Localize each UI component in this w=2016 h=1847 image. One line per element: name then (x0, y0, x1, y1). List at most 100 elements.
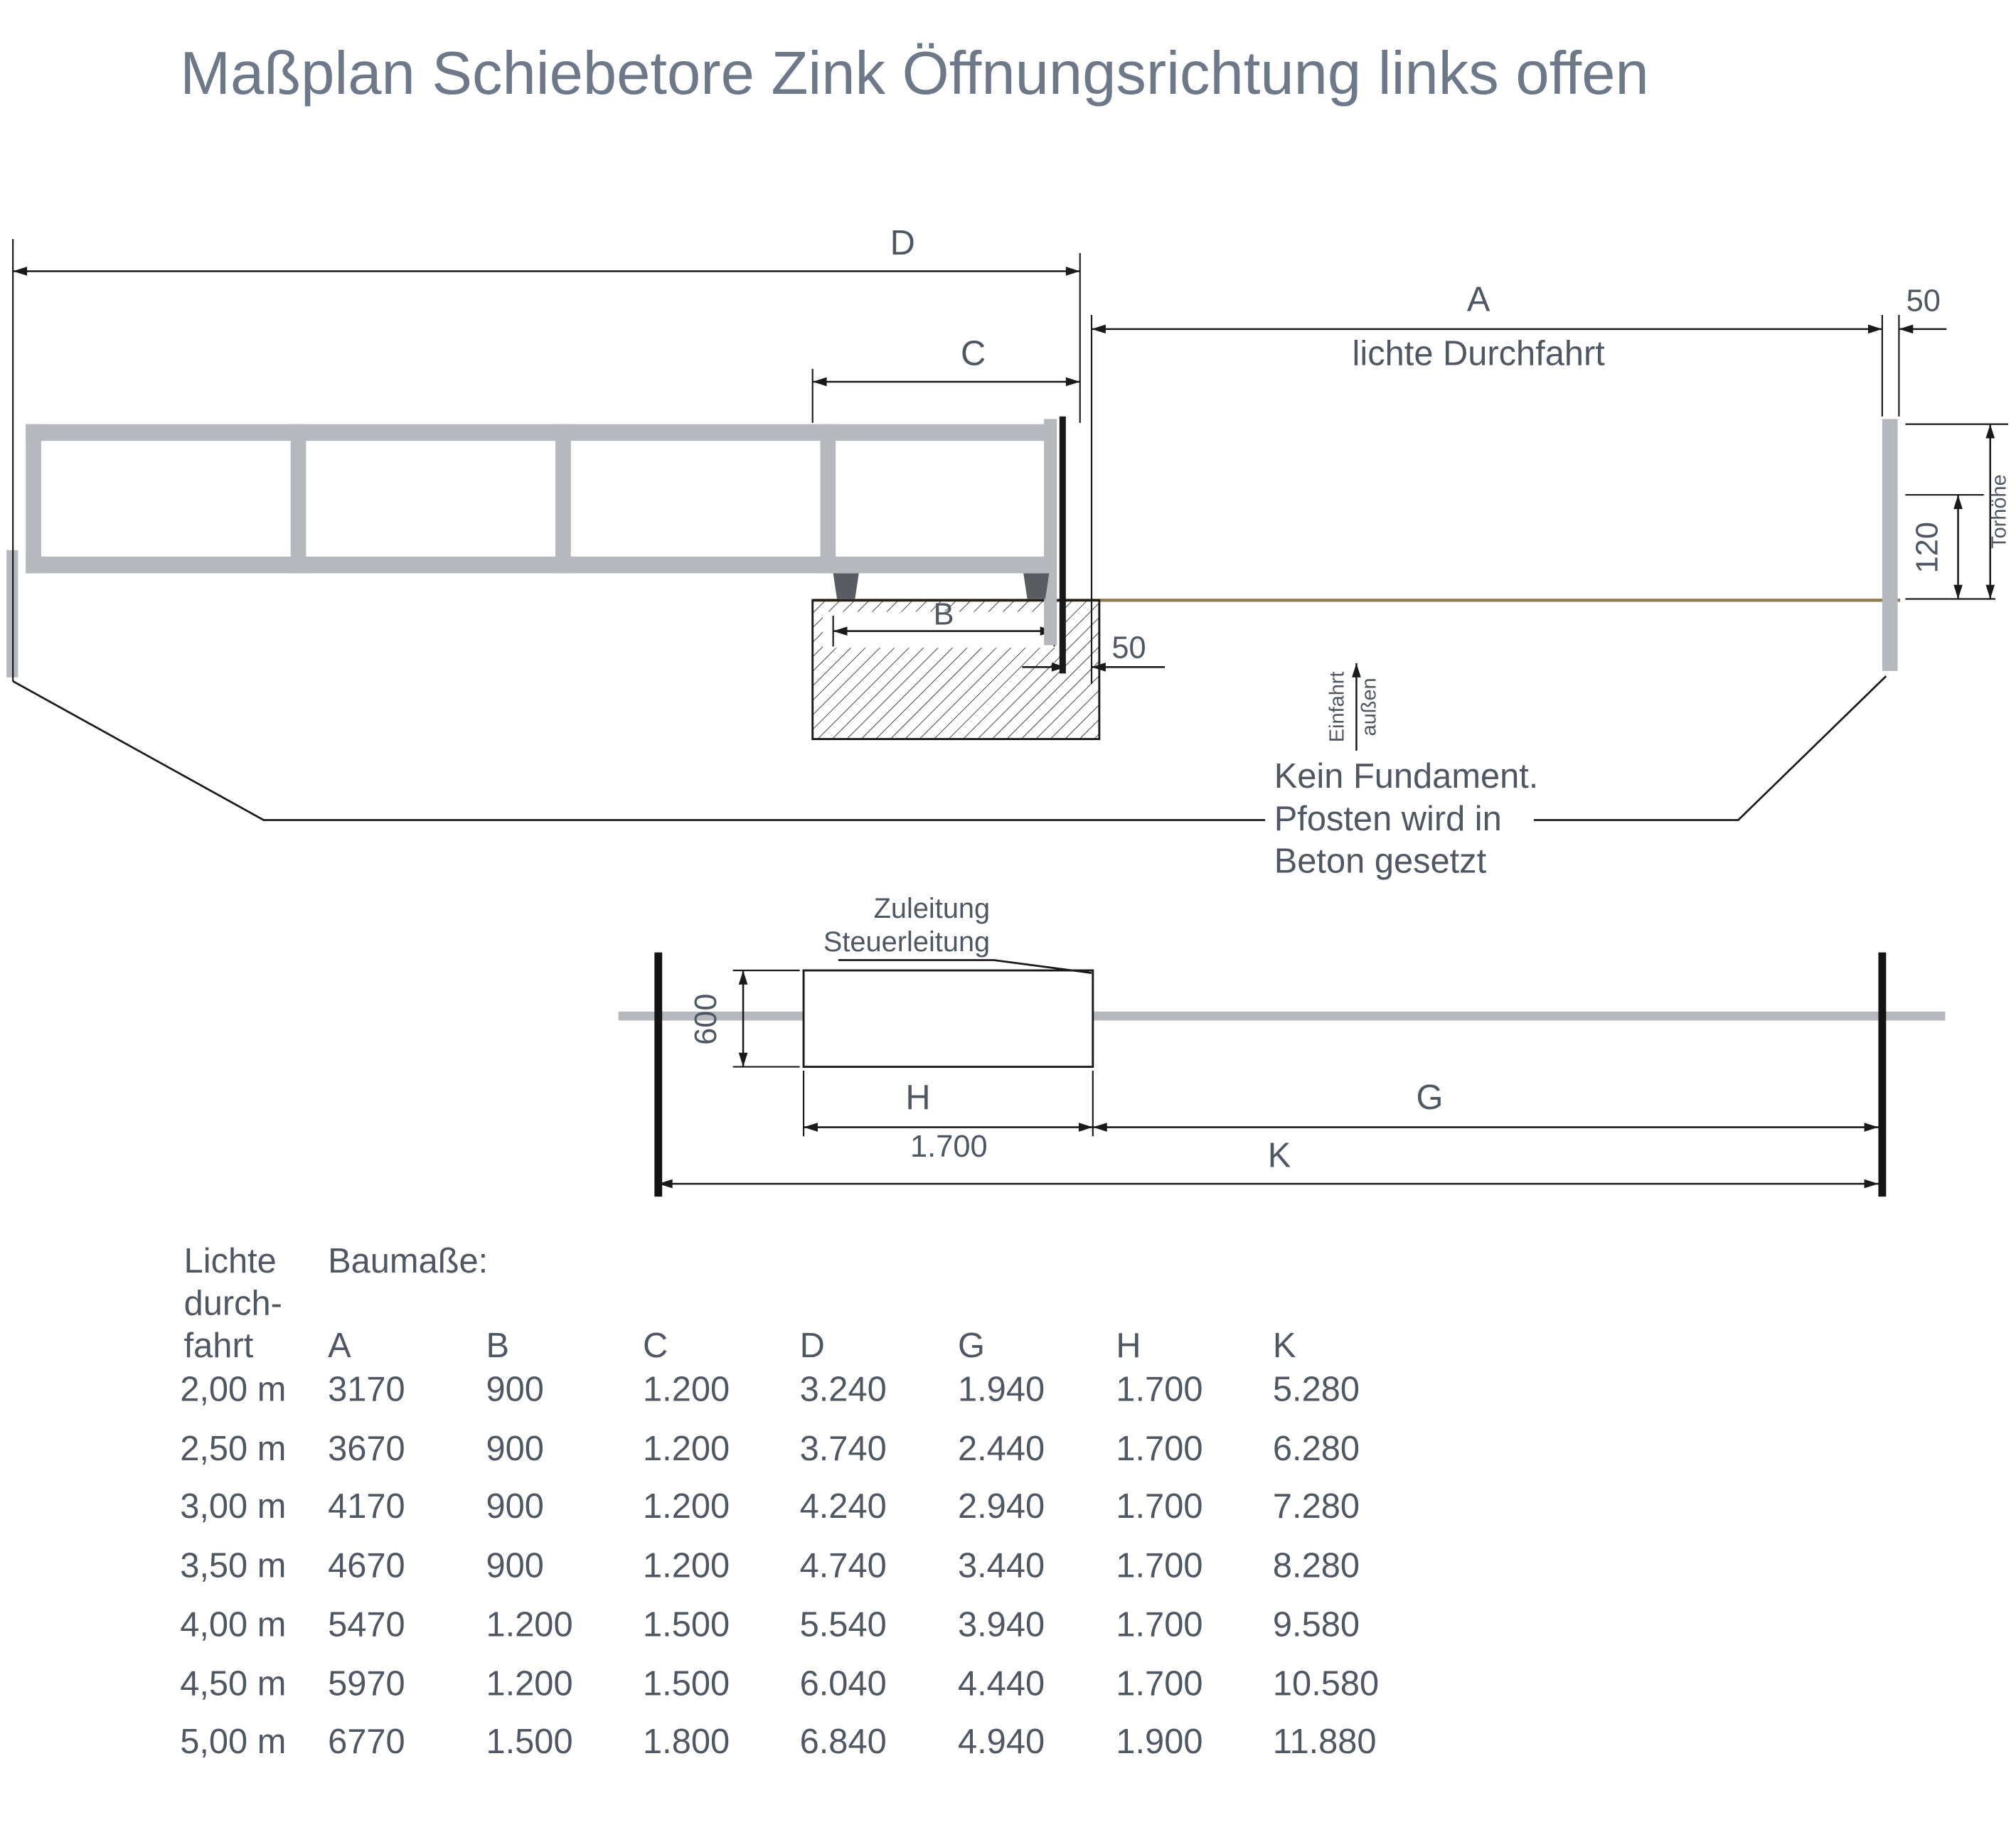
table-row-size: 2,50 m (180, 1430, 286, 1468)
dimension-table: Lichte durch- fahrt Baumaße: A B C D G H K 2,00… (180, 1242, 1379, 1761)
dim-label-h: H (905, 1078, 930, 1117)
table-column-header: G (958, 1327, 985, 1365)
dim-label-c: C (961, 334, 986, 373)
gate-stile (26, 424, 41, 574)
elevation-view: B D A lichte Durch (6, 224, 2010, 881)
table-cell: 1.900 (1116, 1723, 1202, 1761)
table-cell: 7.280 (1273, 1487, 1360, 1526)
entry-direction-arrow: Einfahrt außen (1326, 663, 1381, 751)
foundation-note: Kein Fundament. Pfosten wird in Beton ge… (1274, 757, 1539, 880)
table-row-size: 3,00 m (180, 1487, 286, 1526)
gate-top-rail (26, 424, 1055, 441)
label-zuleitung: Zuleitung (874, 893, 991, 924)
table-cell: 1.700 (1116, 1605, 1202, 1644)
gate-leaf (26, 419, 1057, 646)
table-column-header: D (800, 1327, 825, 1365)
dim-label-k: K (1268, 1137, 1291, 1175)
table-column-header: K (1273, 1327, 1296, 1365)
table-cell: 1.200 (643, 1546, 730, 1585)
table-row-size: 2,00 m (180, 1371, 286, 1409)
table-cell: 5.280 (1273, 1371, 1360, 1409)
table-cell: 5470 (328, 1605, 405, 1644)
supply-line-label: Zuleitung Steuerleitung (823, 893, 1092, 974)
table-cell: 1.940 (958, 1371, 1045, 1409)
table-cell: 1.200 (486, 1665, 572, 1703)
dimension-g: G (1092, 1078, 1879, 1132)
table-cell: 900 (486, 1371, 543, 1409)
table-row-size: 5,00 m (180, 1723, 286, 1761)
gate-bottom-rail (26, 556, 1055, 574)
table-cell: 4.940 (958, 1723, 1045, 1761)
leader-lines (12, 675, 1887, 821)
table-cell: 1.200 (486, 1605, 572, 1644)
gate-slide-bar (1059, 416, 1066, 674)
gate-roller (833, 573, 859, 599)
gate-roller (1023, 573, 1050, 599)
entry-label-einfahrt: Einfahrt (1326, 672, 1348, 743)
table-cell: 1.500 (643, 1665, 730, 1703)
dim-label-torhoehe: Torhöhe (1988, 474, 2010, 548)
table-row-size: 4,00 m (180, 1605, 286, 1644)
table-cell: 900 (486, 1430, 543, 1468)
table-cell: 1.700 (1116, 1371, 1202, 1409)
gate-leading-stile (1044, 419, 1057, 646)
dim-label-600: 600 (689, 994, 723, 1045)
table-cell: 1.500 (643, 1605, 730, 1644)
plan-left-post (654, 952, 663, 1197)
table-row-header-line: Lichte (184, 1242, 277, 1280)
table-group-header: Baumaße: (328, 1242, 488, 1280)
dim-label-120: 120 (1911, 522, 1945, 573)
dim-label-g: G (1417, 1078, 1444, 1117)
table-cell: 2.940 (958, 1487, 1045, 1526)
dim-label-a: A (1467, 281, 1490, 319)
table-column-header: B (486, 1327, 509, 1365)
table-cell: 1.200 (643, 1430, 730, 1468)
table-column-header: C (643, 1327, 668, 1365)
table-cell: 1.500 (486, 1723, 572, 1761)
table-column-header: A (328, 1327, 351, 1365)
dimension-c: C (811, 334, 1080, 423)
gate-stile (820, 424, 836, 574)
table-cell: 1.700 (1116, 1546, 1202, 1585)
table-cell: 4.740 (800, 1546, 887, 1585)
table-cell: 5.540 (800, 1605, 887, 1644)
plan-foundation (802, 969, 1094, 1069)
dimension-k: K (658, 1137, 1879, 1189)
right-gate-post (1882, 419, 1898, 671)
table-cell: 1.700 (1116, 1487, 1202, 1526)
note-line-1: Kein Fundament. (1274, 757, 1539, 796)
table-cell: 1.700 (1116, 1665, 1202, 1703)
dim-label-d: D (890, 224, 915, 262)
table-row-size: 3,50 m (180, 1546, 286, 1585)
dimension-120: 120 (1905, 493, 1995, 600)
dimension-600: 600 (689, 969, 800, 1068)
table-cell: 6.840 (800, 1723, 887, 1761)
table-row-header-line: durch- (184, 1285, 282, 1323)
table-cell: 1.200 (643, 1371, 730, 1409)
note-line-3: Beton gesetzt (1274, 842, 1487, 881)
table-cell: 6.280 (1273, 1430, 1360, 1468)
table-column-header: H (1116, 1327, 1141, 1365)
dimension-h: H (802, 1071, 1094, 1137)
table-cell: 5970 (328, 1665, 405, 1703)
table-cell: 6.040 (800, 1665, 887, 1703)
gate-stile (290, 424, 306, 574)
gate-stile (555, 424, 571, 574)
table-cell: 3.740 (800, 1430, 887, 1468)
dimension-a: A lichte Durchfahrt (1090, 281, 1883, 684)
label-steuerleitung: Steuerleitung (823, 926, 990, 958)
table-cell: 2.440 (958, 1430, 1045, 1468)
dim-label-a-sub: lichte Durchfahrt (1353, 334, 1606, 373)
dim-label-50-post: 50 (1906, 284, 1941, 318)
table-cell: 1.200 (643, 1487, 730, 1526)
page-title: Maßplan Schiebetore Zink Öffnungsrichtun… (180, 40, 1649, 107)
dimension-50-offset: 50 (1022, 631, 1166, 672)
dim-label-b: B (934, 598, 954, 632)
table-row-header-line: fahrt (184, 1327, 254, 1365)
table-cell: 3.240 (800, 1371, 887, 1409)
table-cell: 900 (486, 1487, 543, 1526)
table-cell: 4.240 (800, 1487, 887, 1526)
dimension-d: D (12, 224, 1081, 682)
